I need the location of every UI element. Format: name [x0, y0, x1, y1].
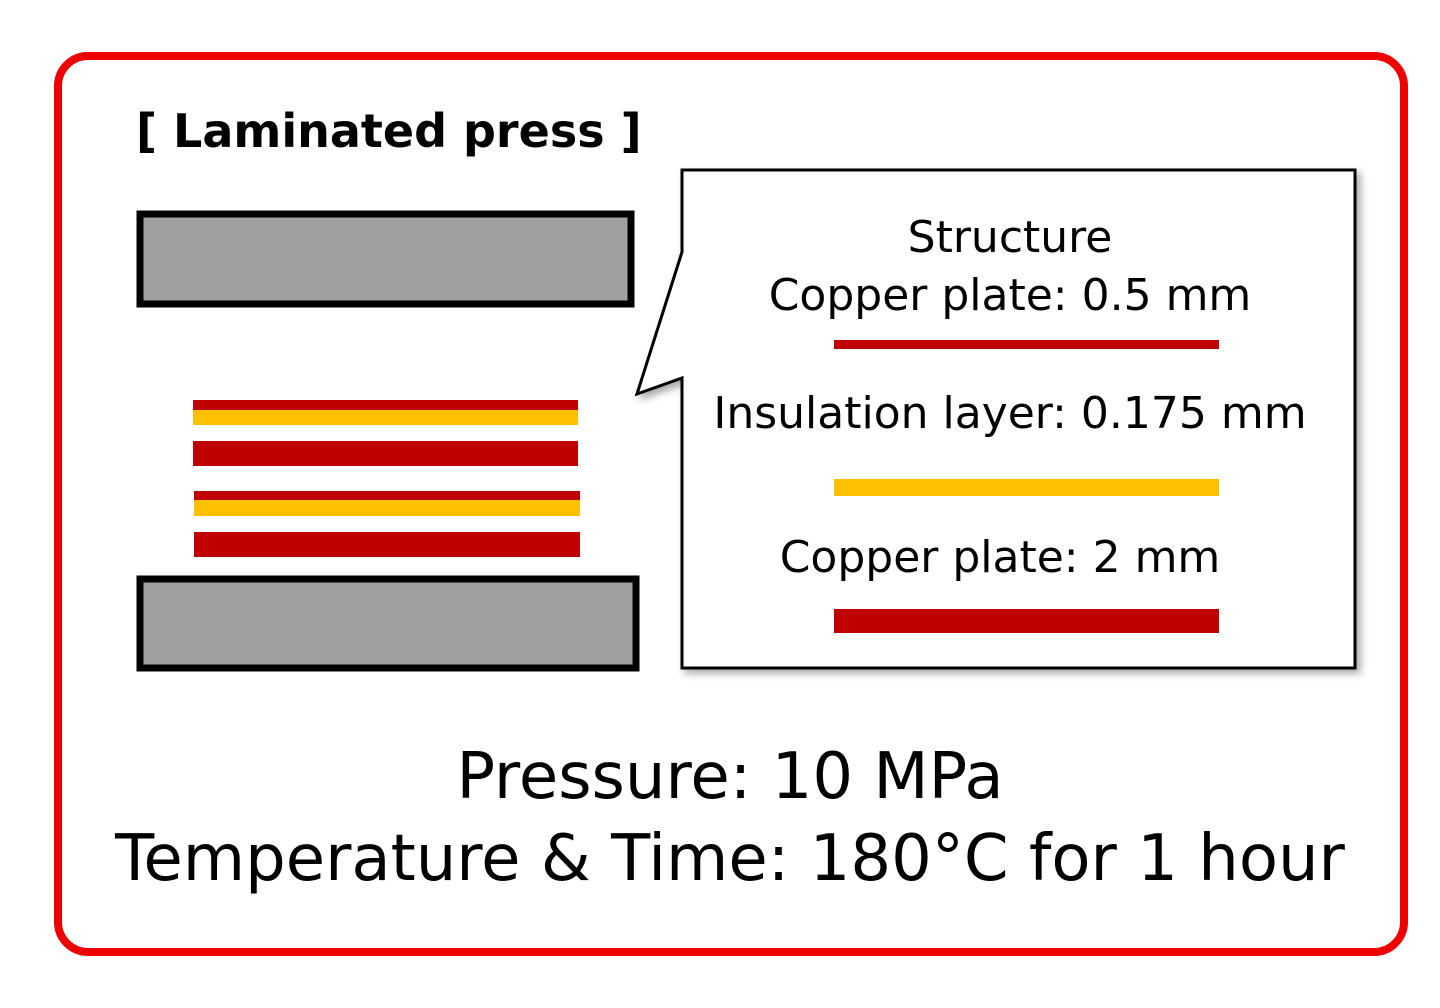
lower-press-plate: [136, 575, 640, 672]
upper-press-plate: [136, 210, 635, 308]
thick-copper-label: Copper plate: 2 mm: [779, 532, 1221, 583]
legend-insulation-swatch: [834, 479, 1219, 496]
pressure-text: Pressure: 10 MPa: [456, 740, 1004, 814]
thin-copper-layer: [194, 491, 580, 500]
structure-callout: [634, 168, 1357, 670]
diagram-title: [ Laminated press ]: [136, 104, 642, 158]
insulation-layer: [193, 410, 578, 425]
legend-thick-copper-swatch: [834, 609, 1219, 633]
thick-copper-layer: [194, 532, 580, 557]
legend-thin-copper-swatch: [834, 340, 1219, 349]
temperature-time-text: Temperature & Time: 180°C for 1 hour: [115, 822, 1345, 896]
thin-copper-layer: [193, 400, 578, 410]
thin-copper-label: Copper plate: 0.5 mm: [768, 270, 1252, 321]
layer-stack: [193, 400, 580, 557]
insulation-layer: [194, 500, 580, 516]
insulation-label: Insulation layer: 0.175 mm: [713, 388, 1307, 439]
thick-copper-layer: [193, 441, 578, 466]
callout-heading: Structure: [907, 212, 1113, 263]
